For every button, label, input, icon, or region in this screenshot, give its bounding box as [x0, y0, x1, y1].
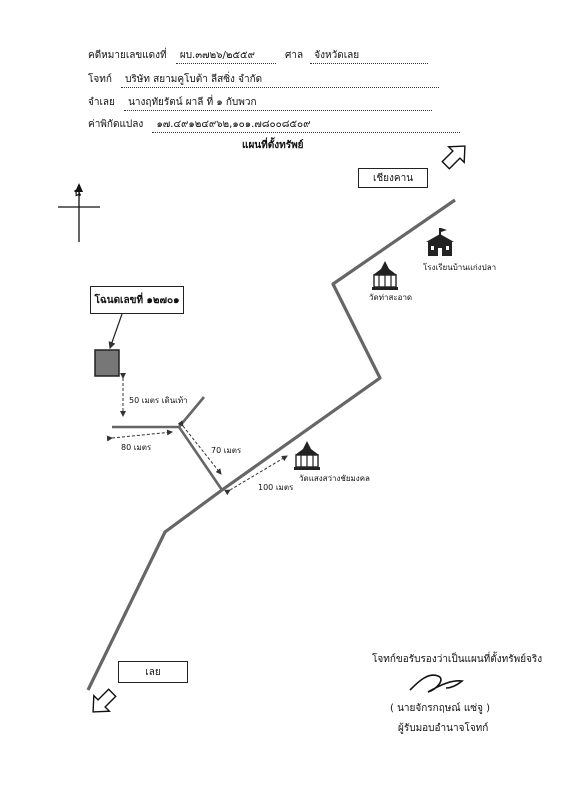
- distance-80-label: 80 เมตร: [121, 443, 152, 452]
- destination-bottom-label: เลย: [145, 666, 161, 678]
- destination-bottom-box: เลย: [118, 661, 188, 683]
- defendant-row: จำเลย นางฤทัยรัตน์ ผาลี ที่ ๑ กับพวก: [88, 95, 433, 111]
- distance-70-label: 70 เมตร: [211, 446, 242, 455]
- destination-top-box: เชียงคาน: [358, 168, 428, 188]
- deed-box: โฉนดเลขที่ ๑๒๗๐๑: [90, 286, 184, 314]
- case-number-label: คดีหมายเลขแดงที่: [88, 50, 167, 61]
- coordinates-value: ๑๗.๔๙๑๒๔๙๖๒,๑๐๑.๗๘๐๐๘๕๐๙: [152, 117, 461, 133]
- temple2-label: วัดแสงสว่างชัยมงคล: [299, 474, 370, 483]
- destination-top-label: เชียงคาน: [372, 172, 414, 184]
- case-number-row: คดีหมายเลขแดงที่ ผบ.๓๗๒๖/๒๕๕๙ ศาล จังหวั…: [88, 48, 429, 64]
- signer-name: ( นายจักรกฤษณ์ แซ่จู ): [390, 703, 491, 714]
- dist-line-80: [106, 429, 173, 442]
- signer-role: ผู้รับมอบอำนาจโจทก์: [398, 723, 489, 734]
- case-number-value: ผบ.๓๗๒๖/๒๕๕๙: [175, 48, 276, 64]
- certification-statement: โจทก์ขอรับรองว่าเป็นแผนที่ตั้งทรัพย์จริง: [372, 654, 543, 665]
- land-plot-icon: [94, 349, 120, 377]
- court-value: จังหวัดเลย: [310, 48, 429, 64]
- court-label: ศาล: [285, 50, 304, 61]
- distance-walk-label: 50 เมตร เดินเท้า: [129, 396, 188, 405]
- distance-100-label: 100 เมตร: [258, 483, 294, 492]
- school-icon: [426, 228, 454, 256]
- school-label: โรงเรียนบ้านแก่งปลา: [423, 263, 497, 272]
- direction-arrow-icon: [92, 688, 117, 713]
- defendant-label: จำเลย: [88, 97, 115, 108]
- dist-line-70: [177, 420, 222, 475]
- temple-icon: [294, 441, 320, 470]
- map-title: แผนที่ตั้งทรัพย์: [242, 140, 304, 151]
- plaintiff-value: บริษัท สยามคูโบต้า ลีสซิ่ง จำกัด: [121, 72, 440, 88]
- temple1-label: วัดท่าสะอาด: [369, 293, 413, 302]
- main-road: [86, 198, 456, 691]
- plaintiff-label: โจทก์: [88, 74, 112, 85]
- direction-arrow-icon: [441, 145, 466, 170]
- coordinates-label: ค่าพิกัดแปลง: [88, 119, 144, 130]
- north-arrow-icon: [58, 183, 100, 242]
- deed-label: โฉนดเลขที่ ๑๒๗๐๑: [94, 294, 180, 306]
- plaintiff-row: โจทก์ บริษัท สยามคูโบต้า ลีสซิ่ง จำกัด: [88, 72, 440, 88]
- dist-line-100: [224, 455, 288, 496]
- deed-pointer: [108, 313, 123, 350]
- temple-icon: [372, 261, 398, 290]
- signature: [409, 674, 464, 693]
- north-label: น: [74, 188, 81, 199]
- defendant-value: นางฤทัยรัตน์ ผาลี ที่ ๑ กับพวก: [124, 95, 433, 111]
- coordinates-row: ค่าพิกัดแปลง ๑๗.๔๙๑๒๔๙๖๒,๑๐๑.๗๘๐๐๘๕๐๙: [88, 117, 461, 133]
